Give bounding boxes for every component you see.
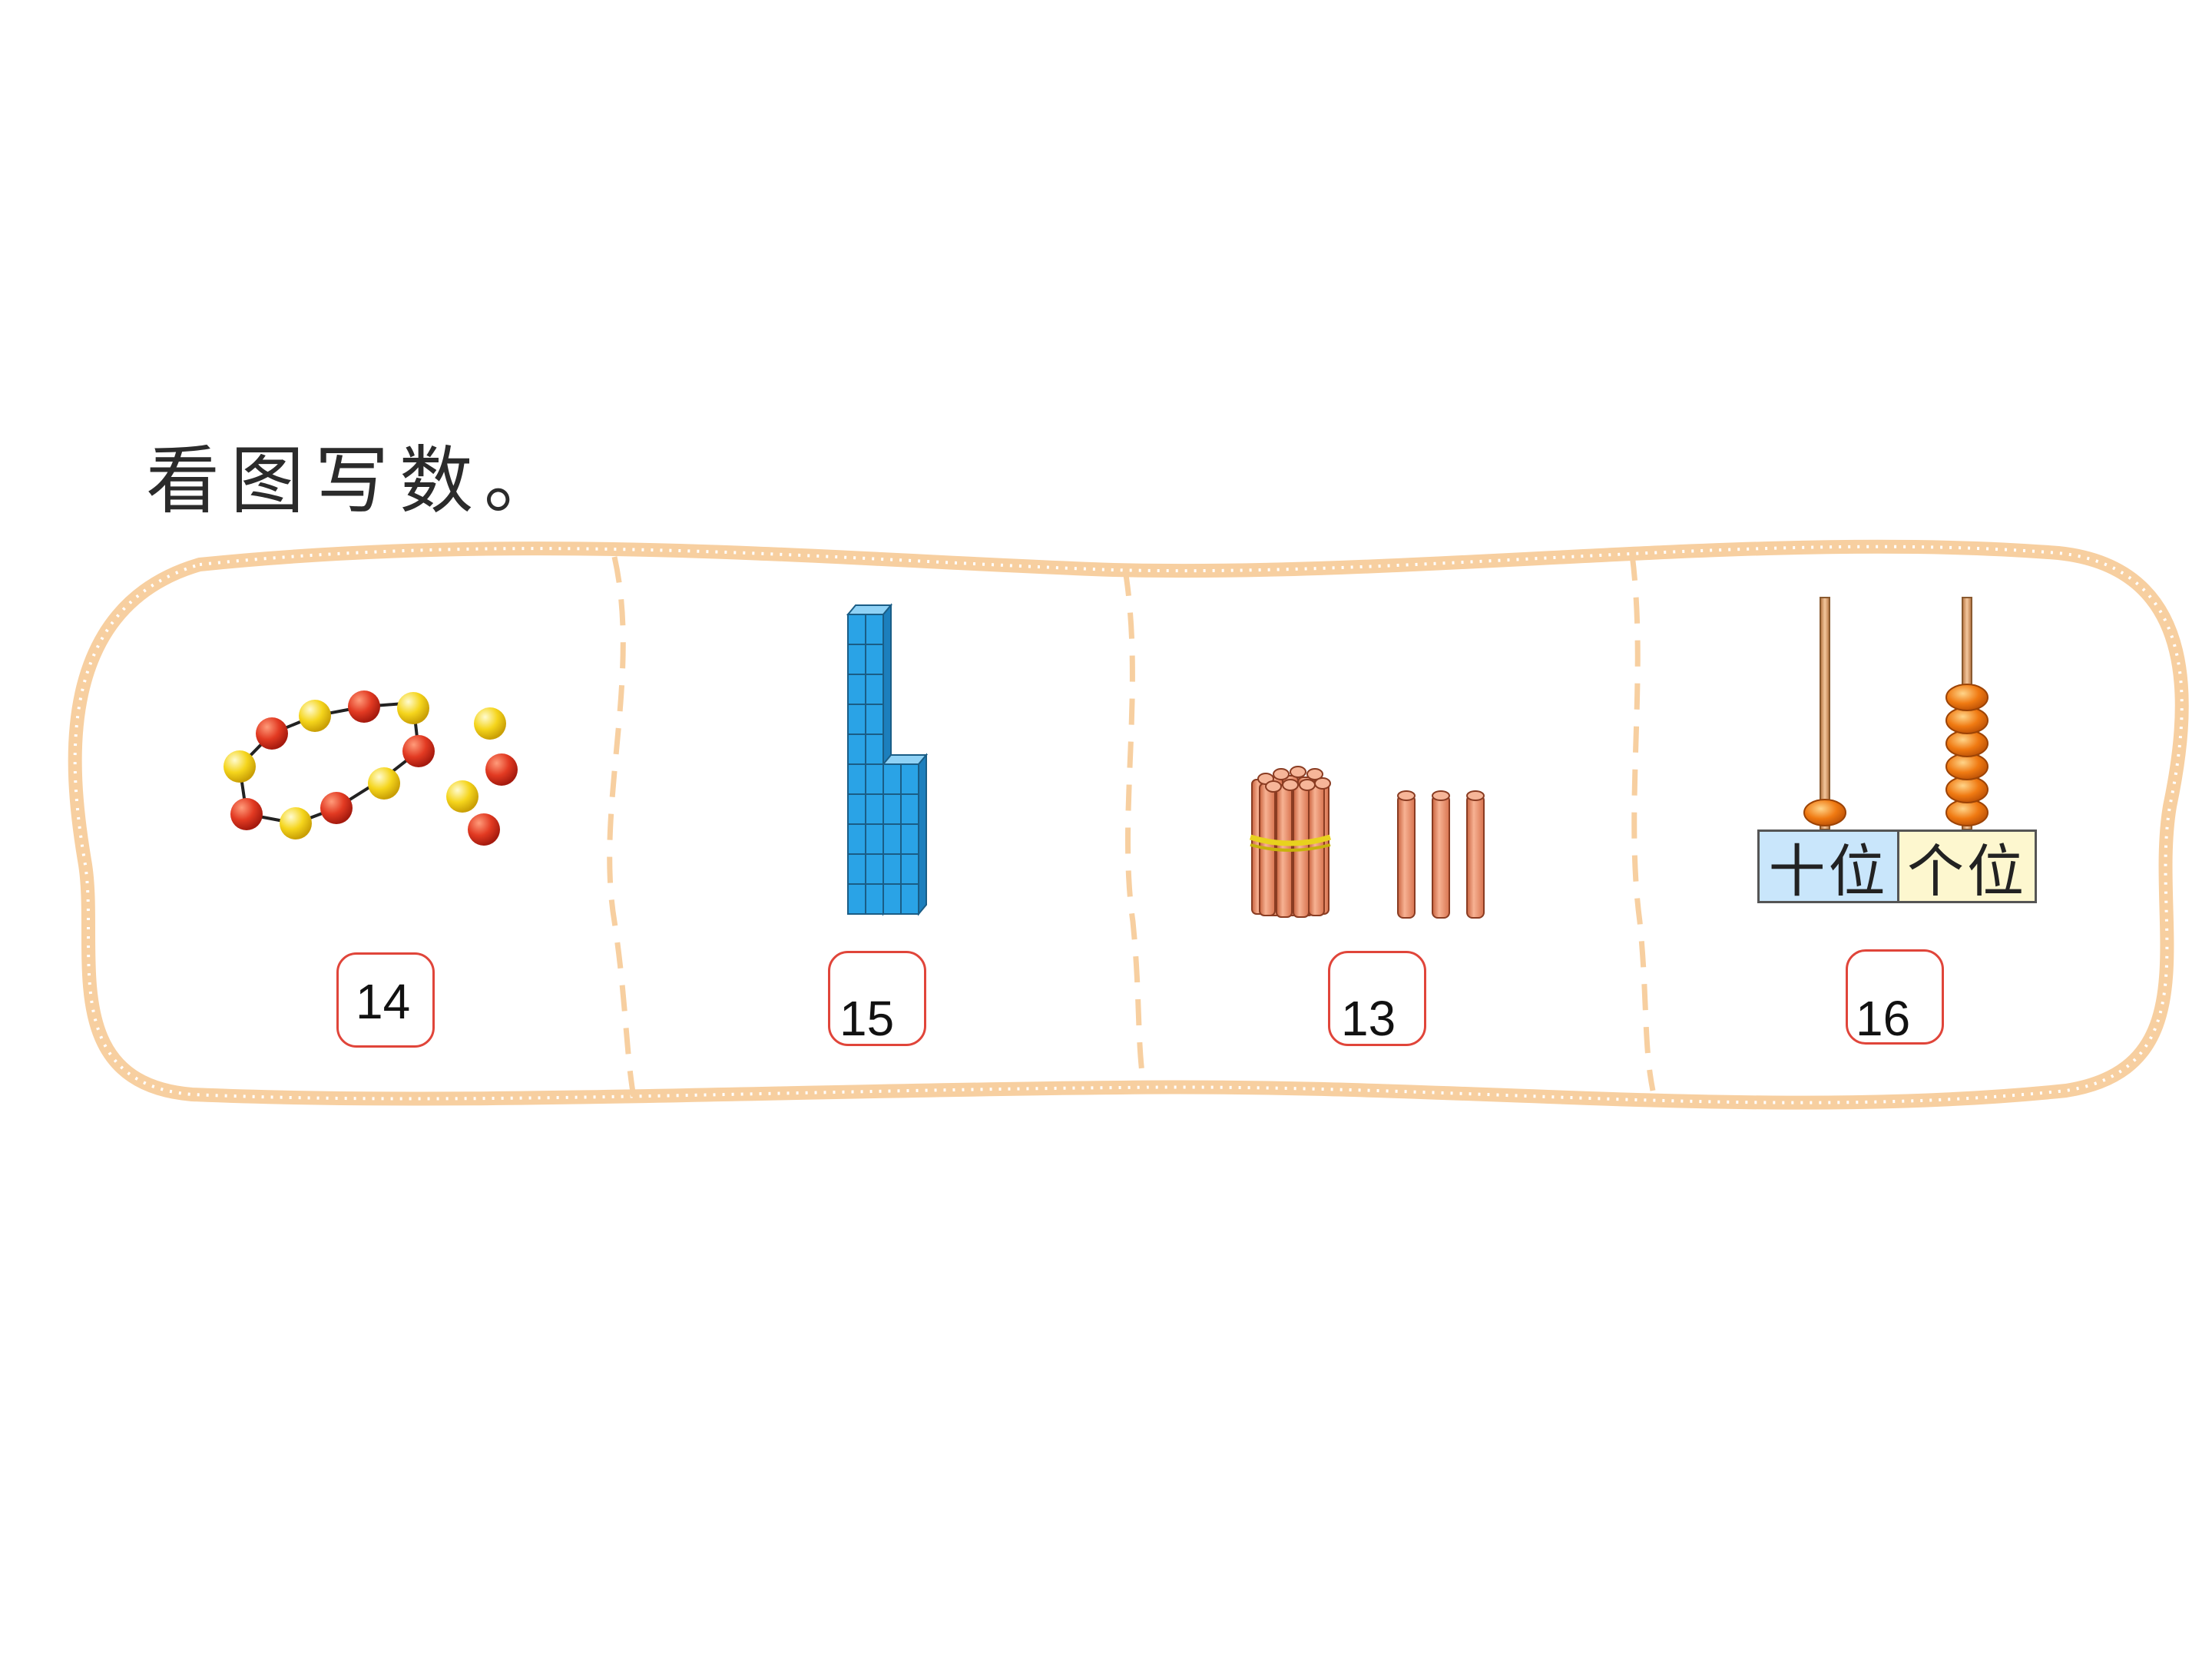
yellow-bead [280, 807, 312, 839]
answer-text: 13 [1341, 991, 1396, 1046]
red-bead [320, 792, 353, 824]
answer-text: 15 [839, 991, 895, 1046]
red-bead [402, 735, 435, 767]
tens-place-label: 十位 [1757, 830, 1897, 905]
abacus-bead [1945, 753, 1988, 780]
abacus-bead [1945, 707, 1988, 734]
ones-place-label: 个位 [1897, 830, 2037, 905]
abacus-bead [1945, 776, 1988, 803]
yellow-bead [446, 780, 478, 813]
abacus-bead [1945, 684, 1988, 711]
yellow-bead [299, 700, 331, 732]
red-bead [348, 690, 380, 723]
tens-beads [1803, 799, 1846, 826]
page-title: 看图写数。 [146, 438, 568, 524]
yellow-bead [474, 707, 506, 740]
answer-text: 14 [356, 974, 411, 1029]
yellow-bead [368, 767, 400, 800]
red-bead [485, 753, 518, 786]
yellow-bead [397, 692, 429, 724]
answer-text: 16 [1856, 991, 1911, 1046]
red-bead [256, 717, 288, 750]
stick-bundle [1249, 766, 1332, 918]
abacus-bead [1945, 799, 1988, 826]
panel-dividers [607, 554, 1656, 1098]
red-bead [468, 813, 500, 846]
beads-illustration [224, 690, 518, 846]
answer-box-sticks[interactable]: 13 [1328, 951, 1426, 1046]
abacus-illustration [1803, 597, 1988, 830]
sticks-illustration [1249, 766, 1485, 919]
yellow-bead [224, 750, 256, 783]
single-sticks [1397, 790, 1485, 919]
cubes-illustration [846, 603, 929, 916]
answer-box-cubes[interactable]: 15 [828, 951, 926, 1046]
red-bead [230, 798, 263, 830]
tens-rod [1820, 597, 1830, 830]
abacus-bead [1945, 730, 1988, 757]
ones-beads [1945, 684, 1988, 826]
abacus-bead [1803, 799, 1846, 826]
frame-border [68, 539, 2189, 1110]
answer-box-beads[interactable]: 14 [336, 952, 435, 1048]
answer-box-abacus[interactable]: 16 [1846, 949, 1944, 1046]
